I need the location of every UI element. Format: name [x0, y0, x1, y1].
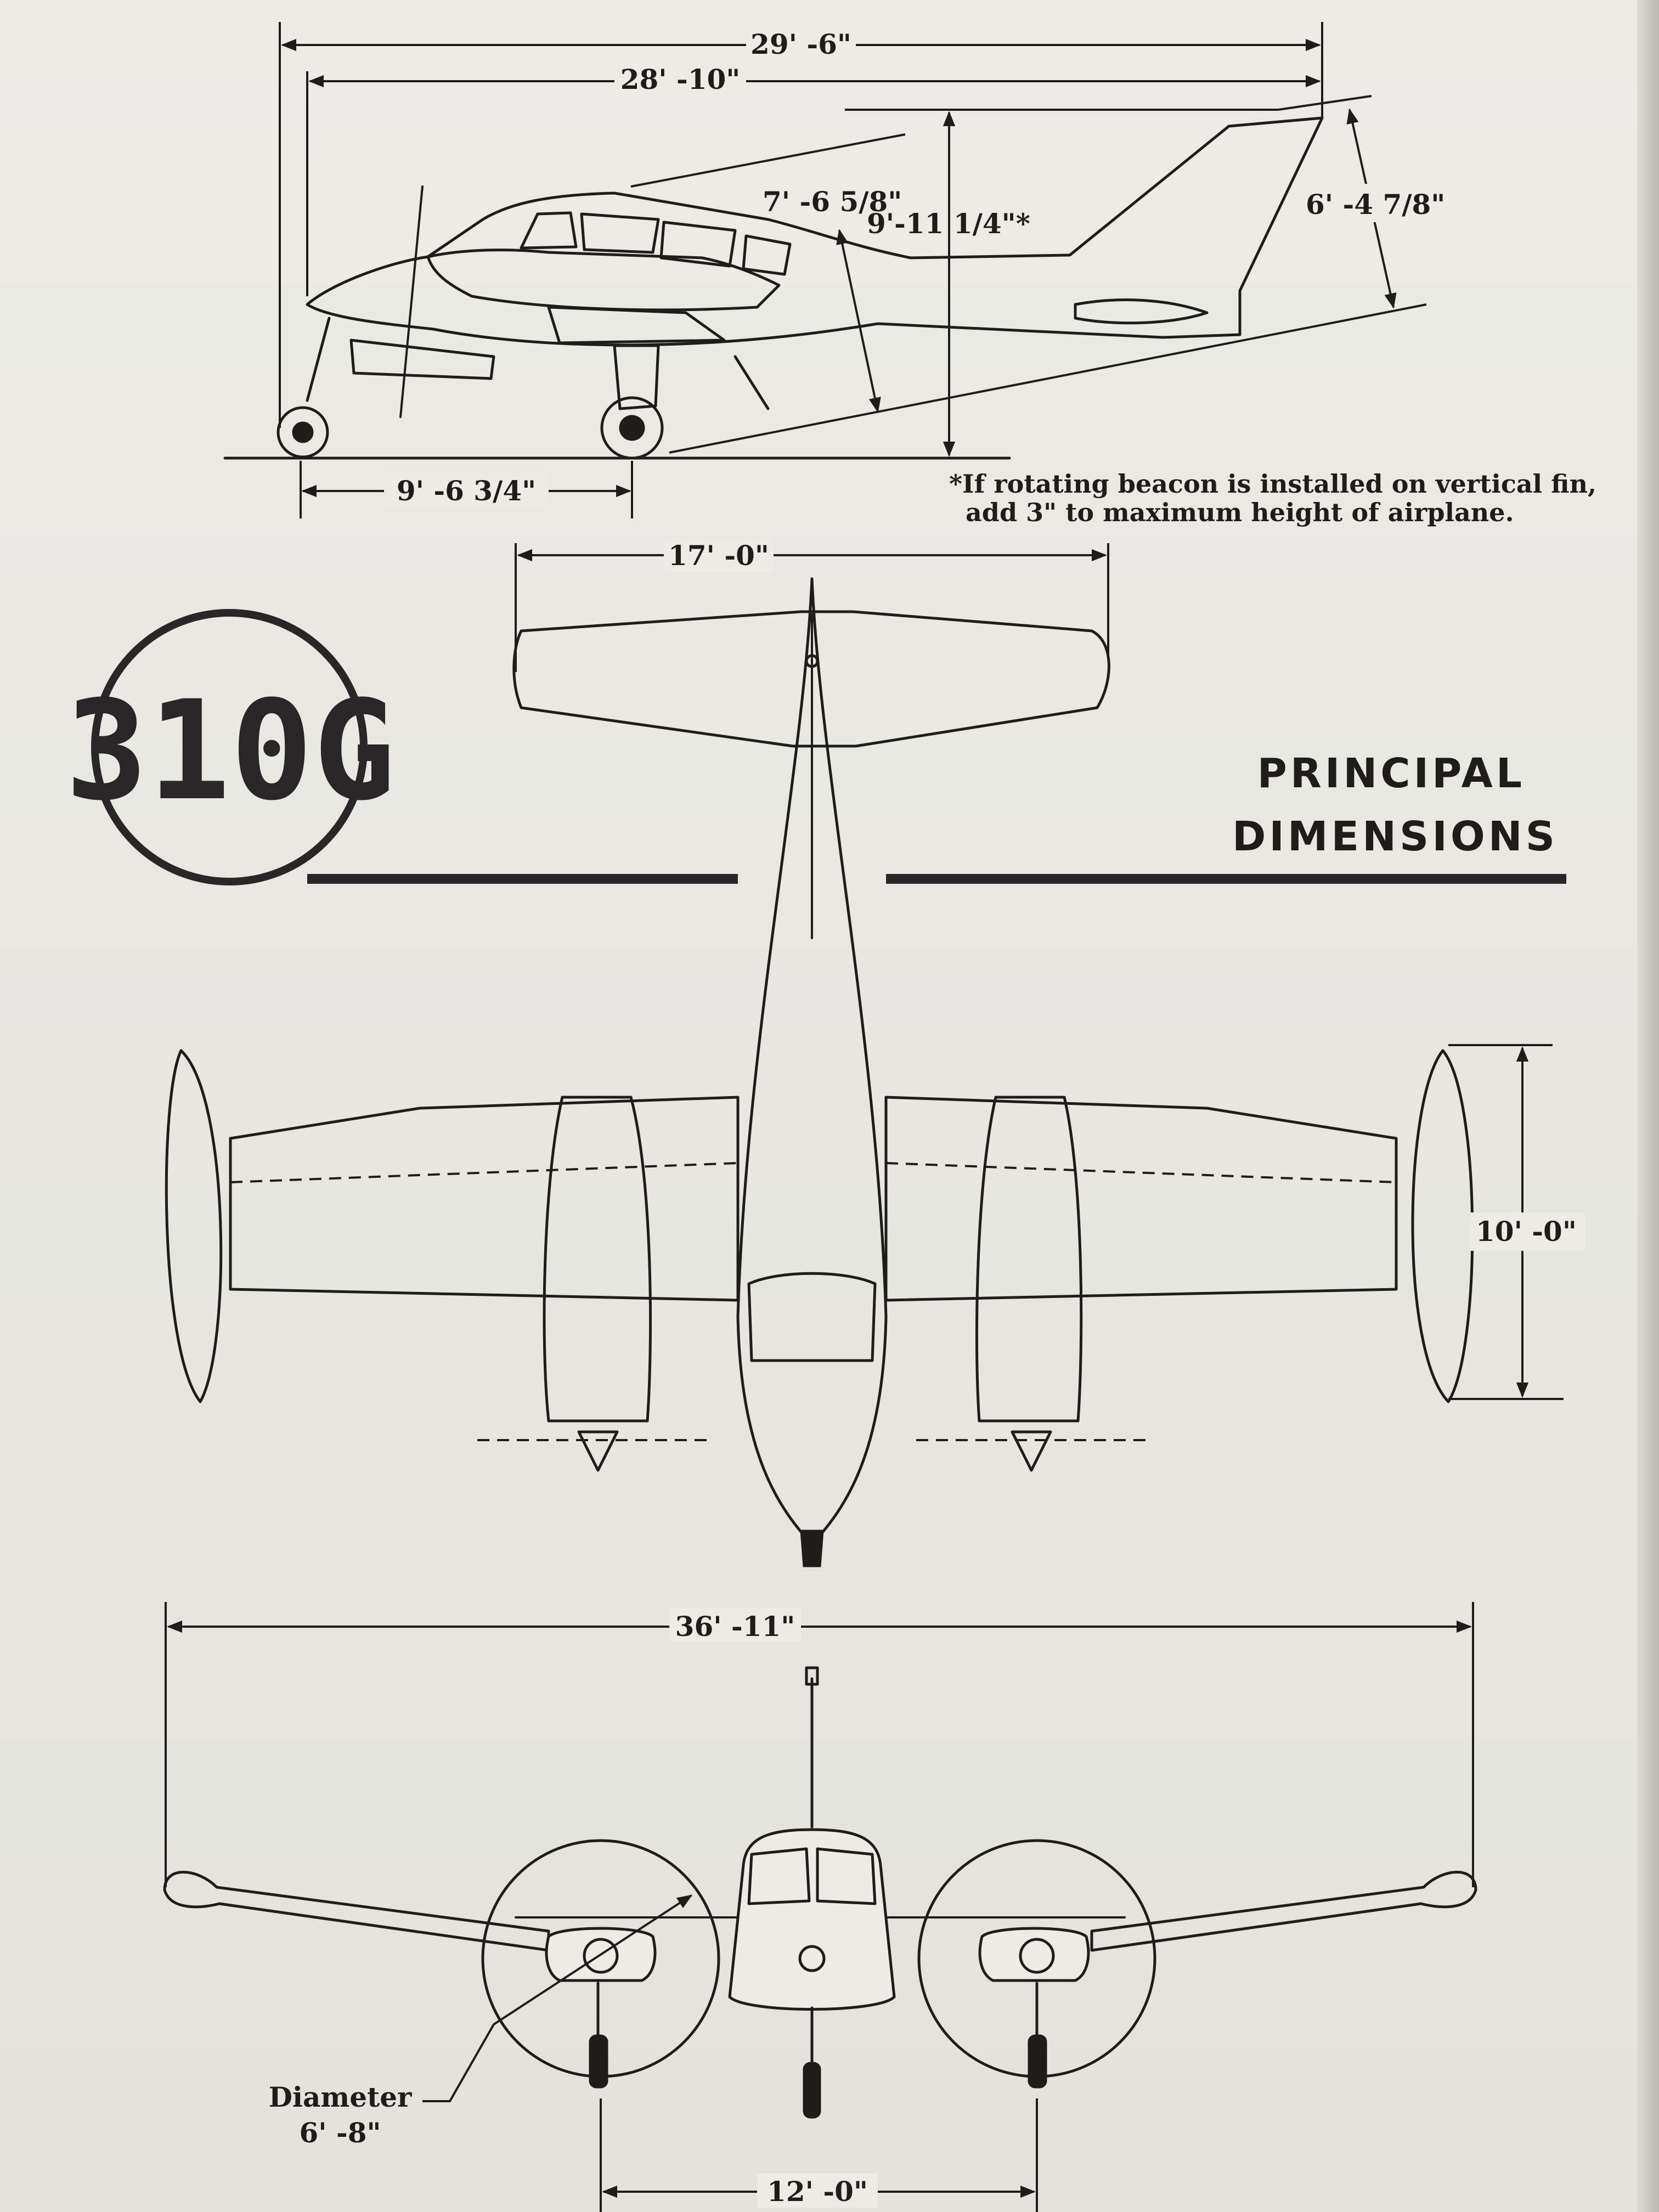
- fuselage-side-outline: [306, 116, 1324, 347]
- window-4: [742, 234, 792, 276]
- dim-max-height: 9'-11 1/4"*: [867, 207, 1030, 240]
- dim-overall-length: 29' -6": [751, 28, 851, 60]
- dim-main-gear-tread: 12' -0": [767, 2175, 868, 2208]
- main-hub: [619, 415, 645, 441]
- heading-principal: PRINCIPAL: [1257, 750, 1525, 797]
- model-logo: 310G: [65, 609, 1566, 885]
- landing-light: [798, 1945, 826, 1972]
- logo-model-number: 310G: [65, 671, 396, 831]
- dim-tail-height: 7' -6 5/8": [763, 185, 902, 218]
- propeller-line: [399, 185, 424, 418]
- diameter-label: Diameter: [269, 2081, 412, 2113]
- main-strut: [613, 344, 660, 410]
- right-spinner: [1011, 1430, 1052, 1472]
- dim-fuselage-length: 28' -10": [620, 63, 741, 95]
- right-nacelle-front: [978, 1927, 1090, 1982]
- side-view: 29' -6" 28' -10" 7' -6 5/8" 9'-11 1/4"* …: [223, 22, 1596, 527]
- fin-top-line: [1278, 95, 1372, 111]
- right-main-tire: [1028, 2034, 1047, 2089]
- dim-wing-span: 36' -11": [675, 1610, 795, 1643]
- right-wing-front: [1090, 1871, 1477, 1952]
- fuselage-front: [728, 1828, 896, 2011]
- left-flap-line: [230, 1162, 738, 1183]
- windshield-top: [747, 1272, 877, 1362]
- tail-height-top-line: [630, 133, 906, 188]
- left-spinner: [577, 1430, 619, 1472]
- nose-tire-front: [803, 2062, 821, 2119]
- wing-root-side: [547, 306, 726, 345]
- left-wing-front: [163, 1871, 550, 1952]
- right-flap-line: [885, 1162, 1397, 1183]
- diameter-leader: [422, 1894, 693, 2102]
- left-tip-tank: [165, 1049, 223, 1403]
- beacon-note-line1: *If rotating beacon is installed on vert…: [949, 469, 1596, 499]
- nose-strut: [306, 317, 331, 402]
- horizontal-stab-side: [1074, 298, 1209, 325]
- heading-dimensions: DIMENSIONS: [1232, 813, 1558, 860]
- windshield-left: [747, 1847, 811, 1905]
- top-view: 17' -0" 10' -0": [165, 538, 1585, 1567]
- logo-circle: [91, 609, 368, 885]
- right-nacelle-top: [975, 1096, 1083, 1423]
- left-main-tire: [589, 2034, 608, 2089]
- aft-gear-door: [733, 355, 770, 410]
- nose-tip: [800, 1530, 824, 1567]
- dim-tip-tank-length: 10' -0": [1476, 1215, 1577, 1248]
- nose-wheel: [276, 406, 329, 459]
- tip-tank-side: [349, 338, 495, 380]
- right-wing: [884, 1096, 1398, 1302]
- right-spinner-front: [1019, 1938, 1055, 1974]
- dim-fin-height: 6' -4 7/8": [1306, 188, 1445, 221]
- window-1: [520, 211, 578, 250]
- left-spinner-front: [583, 1938, 619, 1974]
- dim-wheelbase: 9' -6 3/4": [397, 475, 536, 507]
- diameter-value: 6' -8": [299, 2117, 381, 2149]
- window-2: [580, 212, 660, 254]
- beacon-note-line2: add 3" to maximum height of airplane.: [966, 498, 1514, 527]
- right-tip-tank: [1411, 1049, 1474, 1403]
- dim-line-tail-height: [836, 229, 881, 413]
- beacon-dot: [805, 654, 819, 668]
- nose-hub: [292, 421, 314, 443]
- front-view: 36' -11" 12' -0" Diameter 6' -8": [163, 1602, 1477, 2212]
- main-wheel: [600, 396, 664, 460]
- window-3: [659, 221, 737, 268]
- horizontal-stabilizer-top: [512, 610, 1110, 748]
- page-edge-shadow: [1637, 0, 1659, 2212]
- fin-base-line: [669, 303, 1427, 454]
- dim-stabilizer-span: 17' -0": [668, 539, 769, 572]
- engine-nacelle-side: [426, 249, 781, 312]
- left-nacelle-top: [543, 1096, 652, 1423]
- left-wing: [229, 1096, 740, 1302]
- windshield-right: [816, 1847, 877, 1905]
- fin-beacon: [805, 1666, 819, 1686]
